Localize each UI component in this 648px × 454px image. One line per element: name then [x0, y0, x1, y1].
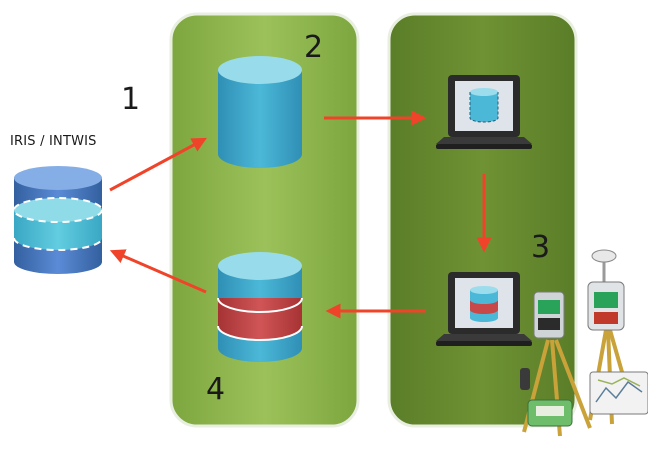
source-system-label: IRIS / INTWIS [10, 134, 97, 149]
field-laptop-icon [436, 75, 532, 149]
staging-panel [169, 12, 360, 428]
arrow-icon [109, 249, 207, 294]
arrow-icon [109, 137, 207, 192]
staging-database-icon [218, 56, 302, 168]
edited-laptop-icon [436, 272, 532, 346]
merged-database-icon [217, 252, 303, 362]
step-2-label: 2 [304, 30, 324, 65]
step-3-label: 3 [531, 230, 551, 265]
step-1-label: 1 [121, 82, 141, 117]
surveying-equipment-icon [520, 249, 648, 437]
source-database-icon [13, 166, 103, 274]
step-4-label: 4 [206, 372, 226, 407]
